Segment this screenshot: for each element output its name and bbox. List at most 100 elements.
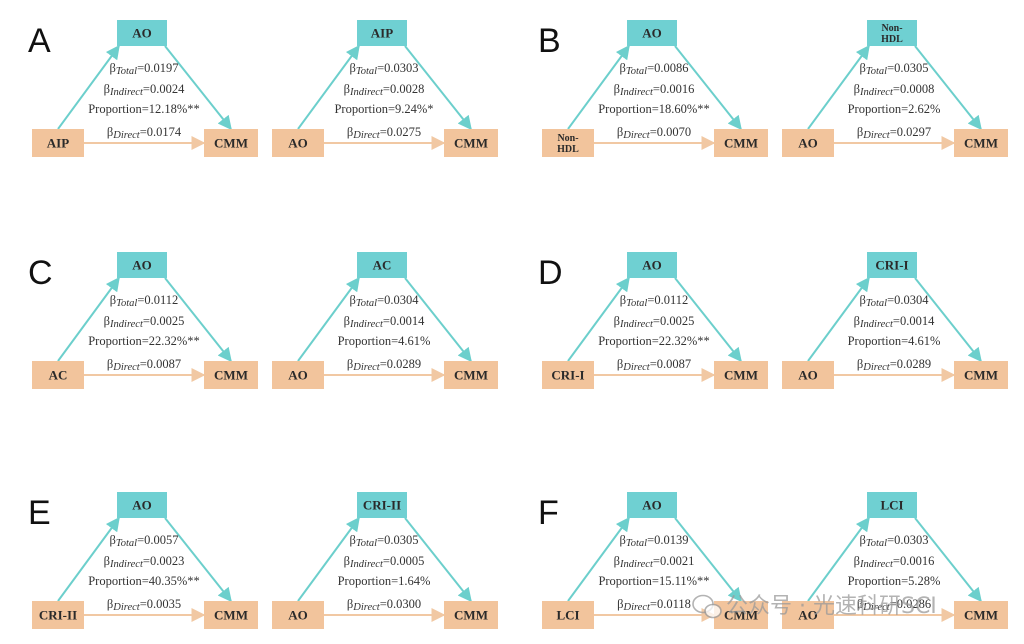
beta-direct: βDirect=0.0087: [617, 357, 691, 373]
outcome-label: CMM: [454, 608, 488, 623]
outcome-box: [444, 601, 498, 629]
beta-total: βTotal=0.0086: [619, 61, 688, 77]
proportion: Proportion=22.32%**: [88, 334, 200, 348]
path-a-arrow: [297, 44, 360, 130]
mediator-label: AO: [132, 498, 152, 513]
path-a-arrow: [567, 276, 630, 362]
exposure-label: CRI-I: [551, 368, 584, 383]
exposure-label: AO: [798, 608, 818, 623]
exposure-label: LCI: [556, 608, 579, 623]
path-a-arrow: [57, 276, 120, 362]
path-b-arrow: [164, 45, 232, 131]
outcome-label: CMM: [214, 608, 248, 623]
beta-indirect: βIndirect=0.0024: [104, 82, 185, 98]
panel-e: E AO CRI-II CMM βTotal=0.0057 βIndirect=0.002…: [28, 492, 498, 629]
beta-direct: βDirect=0.0275: [347, 125, 421, 141]
path-a-arrow: [807, 516, 870, 602]
beta-direct: βDirect=0.0289: [347, 357, 421, 373]
mediator-box: [867, 20, 917, 46]
outcome-label: CMM: [964, 368, 998, 383]
outcome-box: [204, 129, 258, 157]
path-b-arrow: [404, 277, 472, 363]
beta-direct: βDirect=0.0174: [107, 125, 182, 141]
beta-indirect: βIndirect=0.0021: [614, 554, 695, 570]
path-a-arrow: [297, 516, 360, 602]
panel-letter: E: [28, 494, 51, 532]
panel-letter: D: [538, 254, 563, 292]
beta-total: βTotal=0.0057: [109, 533, 178, 549]
exposure-box: [542, 129, 594, 157]
mediator-label: AC: [373, 258, 392, 273]
outcome-box: [714, 601, 768, 629]
outcome-label: CMM: [454, 368, 488, 383]
outcome-box: [444, 361, 498, 389]
mediator-box: [627, 492, 677, 518]
exposure-label: AC: [49, 368, 68, 383]
outcome-label: CMM: [964, 608, 998, 623]
beta-total: βTotal=0.0305: [859, 61, 928, 77]
mediator-box: [867, 492, 917, 518]
panel-letter: B: [538, 22, 561, 60]
exposure-label: AO: [288, 368, 308, 383]
mediator-label: CRI-II: [363, 498, 401, 513]
path-a-arrow: [567, 516, 630, 602]
path-a-arrow: [807, 276, 870, 362]
mediator-label: AO: [132, 26, 152, 41]
beta-total: βTotal=0.0139: [619, 533, 688, 549]
exposure-box: [32, 601, 84, 629]
outcome-label: CMM: [214, 136, 248, 151]
proportion: Proportion=1.64%: [338, 574, 431, 588]
path-b-arrow: [914, 45, 982, 131]
panel-letter: C: [28, 254, 53, 292]
mediator-label: AO: [642, 26, 662, 41]
exposure-box: [782, 601, 834, 629]
path-b-arrow: [914, 277, 982, 363]
beta-direct: βDirect=0.0035: [107, 597, 181, 613]
beta-total: βTotal=0.0305: [349, 533, 418, 549]
beta-indirect: βIndirect=0.0016: [854, 554, 935, 570]
path-a-arrow: [57, 516, 120, 602]
exposure-label: CRI-II: [39, 608, 77, 623]
outcome-label: CMM: [724, 136, 758, 151]
beta-direct: βDirect=0.0070: [617, 125, 691, 141]
exposure-box: [542, 601, 594, 629]
exposure-label: AO: [798, 136, 818, 151]
path-b-arrow: [674, 517, 742, 603]
beta-indirect: βIndirect=0.0008: [854, 82, 935, 98]
mediator-label: Non-HDL: [881, 23, 903, 45]
outcome-box: [204, 601, 258, 629]
proportion: Proportion=22.32%**: [598, 334, 710, 348]
exposure-box: [32, 129, 84, 157]
mediator-label: AO: [642, 498, 662, 513]
exposure-label: AO: [798, 368, 818, 383]
path-b-arrow: [674, 45, 742, 131]
mediator-box: [357, 492, 407, 518]
beta-indirect: βIndirect=0.0023: [104, 554, 185, 570]
exposure-box: [272, 361, 324, 389]
exposure-box: [782, 361, 834, 389]
exposure-box: [272, 601, 324, 629]
path-b-arrow: [914, 517, 982, 603]
mediator-label: LCI: [880, 498, 903, 513]
outcome-box: [954, 129, 1008, 157]
outcome-label: CMM: [964, 136, 998, 151]
wechat-icon: [692, 594, 722, 619]
proportion: Proportion=5.28%: [848, 574, 941, 588]
proportion: Proportion=4.61%: [848, 334, 941, 348]
mediation-diagram: AO CRI-II CMM βTotal=0.0057 βIndirect=0.0023…: [32, 492, 258, 629]
watermark-text: 公众号 · 光速科研SCI: [726, 594, 937, 619]
beta-direct: βDirect=0.0300: [347, 597, 421, 613]
mediation-diagram: Non-HDL AO CMM βTotal=0.0305 βIndirect=0.000…: [782, 20, 1008, 157]
exposure-label: AO: [288, 608, 308, 623]
